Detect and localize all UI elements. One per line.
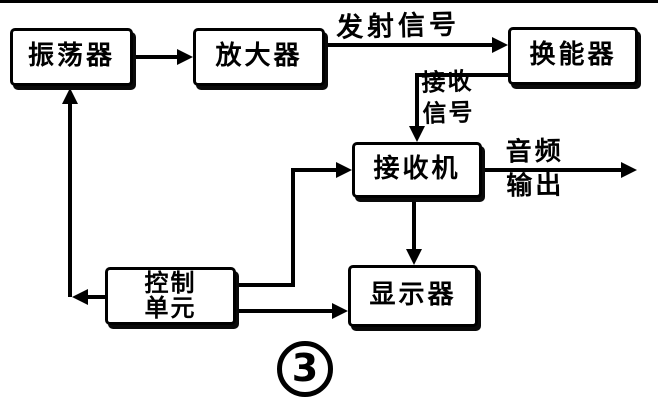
edge-control-to-oscillator-v	[68, 104, 72, 297]
edge-control-to-receiver-h2	[291, 168, 338, 172]
node-amplifier: 放大器	[193, 28, 325, 86]
arrowhead-into-oscillator-bottom	[62, 88, 78, 104]
edge-control-to-oscillator-h	[86, 295, 107, 299]
arrowhead-into-receiver-top	[409, 126, 425, 142]
edge-receiver-to-display	[412, 196, 416, 251]
control-unit-label-line1: 控制	[144, 268, 197, 297]
arrowhead-into-display-left	[332, 303, 348, 319]
node-control-unit: 控制 单元	[105, 267, 236, 325]
arrowhead-into-receiver-left	[336, 162, 352, 178]
edge-oscillator-to-amplifier	[133, 55, 181, 59]
node-oscillator: 振荡器	[10, 28, 133, 86]
arrowhead-into-amplifier	[177, 49, 193, 65]
edge-receiver-to-audio-output	[480, 168, 623, 172]
edge-transducer-to-receiver-h	[415, 73, 508, 77]
label-receive-signal: 接收 信号	[420, 67, 475, 128]
arrowhead-into-transducer	[492, 37, 508, 53]
label-transmit-signal: 发射信号	[335, 9, 461, 44]
label-audio-output: 音频 输出	[505, 136, 565, 202]
edge-amplifier-to-transducer	[323, 43, 495, 47]
scan-artifact-line	[0, 0, 658, 3]
node-receiver: 接收机	[352, 142, 482, 198]
node-display: 显示器	[348, 265, 478, 327]
arrowhead-feedback-corner	[72, 289, 88, 305]
arrowhead-audio-output	[621, 162, 637, 178]
edge-transducer-to-receiver-v	[415, 73, 419, 128]
control-unit-label-line2: 单元	[144, 294, 197, 322]
edge-control-to-display	[234, 309, 334, 313]
edge-control-to-receiver-h1	[234, 283, 295, 287]
arrowhead-into-display-top	[406, 249, 422, 265]
figure-number-badge: 3	[277, 341, 333, 397]
node-transducer: 换能器	[508, 27, 638, 85]
edge-control-to-receiver-v	[291, 168, 295, 287]
